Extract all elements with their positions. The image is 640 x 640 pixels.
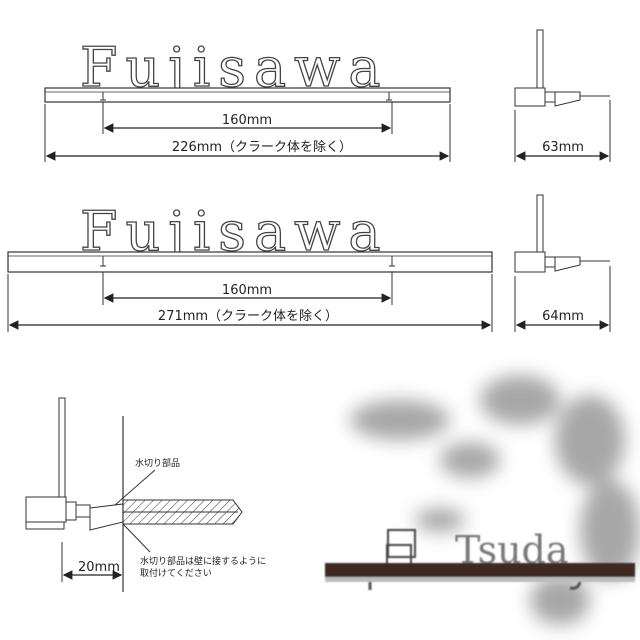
note-line-2: 取付けてください [140, 568, 212, 579]
hole-spacing-label: 160mm [222, 113, 272, 128]
total-width-label: 271mm（クラーク体を除く） [158, 309, 338, 324]
foliage-shadow [350, 375, 640, 625]
total-width-label: 226mm（クラーク体を除く） [172, 140, 352, 155]
hole-spacing-label: 160mm [222, 283, 272, 298]
mounting-section: 水切り部品 水切り部品は壁に接するように 取付けてください 20mm [25, 397, 266, 592]
nameplate-bar [325, 563, 635, 577]
anchor-icon [100, 256, 395, 267]
part-label: 水切り部品 [135, 457, 180, 469]
product-photo: Tsuda [325, 375, 640, 625]
depth-label: 64mm [542, 309, 584, 324]
plate-bar [7, 251, 493, 273]
note-line-1: 水切り部品は壁に接するように [140, 555, 266, 567]
front-view-small: Fujisawa 160mm 226mm（クラーク体を除く） [44, 35, 451, 162]
front-view-large: Fujisawa 160mm 271mm（クラーク体を除く） [7, 199, 493, 332]
offset-label: 20mm [78, 560, 120, 575]
side-view-small: 63mm [514, 29, 611, 162]
depth-label: 63mm [542, 140, 584, 155]
anchor-icon [100, 92, 392, 101]
plate-bar [44, 87, 451, 103]
logo-squares [386, 544, 412, 566]
leader-line [114, 469, 156, 506]
side-view-large: 64mm [514, 194, 611, 332]
